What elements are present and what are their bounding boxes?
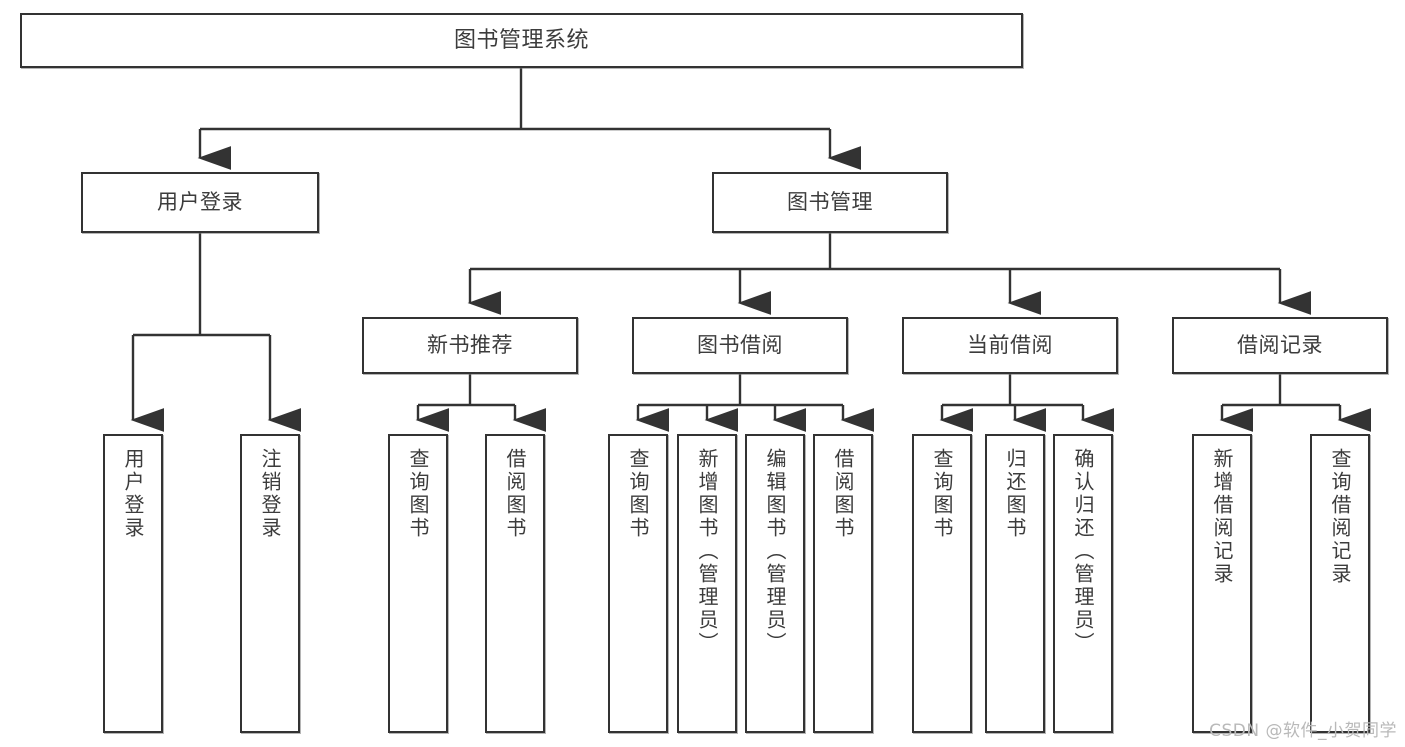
node-borrow-record[interactable]: 借阅记录 — [1172, 317, 1388, 374]
node-root-label: 图书管理系统 — [453, 27, 589, 53]
csdn-watermark: CSDN @软件_小贺同学 — [1209, 721, 1397, 741]
leaf-cur-confirm-label: 确认归还（管理员） — [1071, 448, 1095, 655]
node-borrow-record-label: 借阅记录 — [1237, 333, 1323, 358]
leaf-cur-query[interactable]: 查询图书 — [912, 434, 972, 733]
node-current-borrow-label: 当前借阅 — [967, 333, 1053, 358]
leaf-borrow-query-label: 查询图书 — [626, 448, 650, 540]
leaf-rec-query-record-label: 查询借阅记录 — [1328, 448, 1352, 586]
leaf-borrow-query[interactable]: 查询图书 — [608, 434, 668, 733]
leaf-rec-add-label: 新增借阅记录 — [1210, 448, 1234, 586]
node-book-borrow[interactable]: 图书借阅 — [632, 317, 848, 374]
leaf-borrow-edit-label: 编辑图书（管理员） — [763, 448, 787, 655]
leaf-borrow-edit[interactable]: 编辑图书（管理员） — [745, 434, 805, 733]
leaf-cur-return-label: 归还图书 — [1003, 448, 1027, 540]
node-new-book-rec-label: 新书推荐 — [427, 333, 513, 358]
leaf-rec-query-label: 查询图书 — [406, 448, 430, 540]
leaf-rec-borrow[interactable]: 借阅图书 — [485, 434, 545, 733]
leaf-logout-label: 注销登录 — [258, 448, 282, 540]
node-new-book-rec[interactable]: 新书推荐 — [362, 317, 578, 374]
leaf-rec-query-record[interactable]: 查询借阅记录 — [1310, 434, 1370, 733]
leaf-borrow-add[interactable]: 新增图书（管理员） — [677, 434, 737, 733]
node-user-login-label: 用户登录 — [157, 190, 243, 215]
leaf-logout[interactable]: 注销登录 — [240, 434, 300, 733]
node-current-borrow[interactable]: 当前借阅 — [902, 317, 1118, 374]
leaf-rec-query[interactable]: 查询图书 — [388, 434, 448, 733]
node-book-mgmt[interactable]: 图书管理 — [712, 172, 948, 233]
leaf-cur-confirm[interactable]: 确认归还（管理员） — [1053, 434, 1113, 733]
node-user-login[interactable]: 用户登录 — [81, 172, 319, 233]
leaf-cur-query-label: 查询图书 — [930, 448, 954, 540]
leaf-rec-borrow-label: 借阅图书 — [503, 448, 527, 540]
node-book-borrow-label: 图书借阅 — [697, 333, 783, 358]
leaf-borrow-do[interactable]: 借阅图书 — [813, 434, 873, 733]
leaf-cur-return[interactable]: 归还图书 — [985, 434, 1045, 733]
leaf-user-login-label: 用户登录 — [121, 448, 145, 540]
leaf-borrow-do-label: 借阅图书 — [831, 448, 855, 540]
leaf-borrow-add-label: 新增图书（管理员） — [695, 448, 719, 655]
node-book-mgmt-label: 图书管理 — [787, 190, 873, 215]
leaf-user-login[interactable]: 用户登录 — [103, 434, 163, 733]
node-root[interactable]: 图书管理系统 — [20, 13, 1023, 68]
leaf-rec-add[interactable]: 新增借阅记录 — [1192, 434, 1252, 733]
